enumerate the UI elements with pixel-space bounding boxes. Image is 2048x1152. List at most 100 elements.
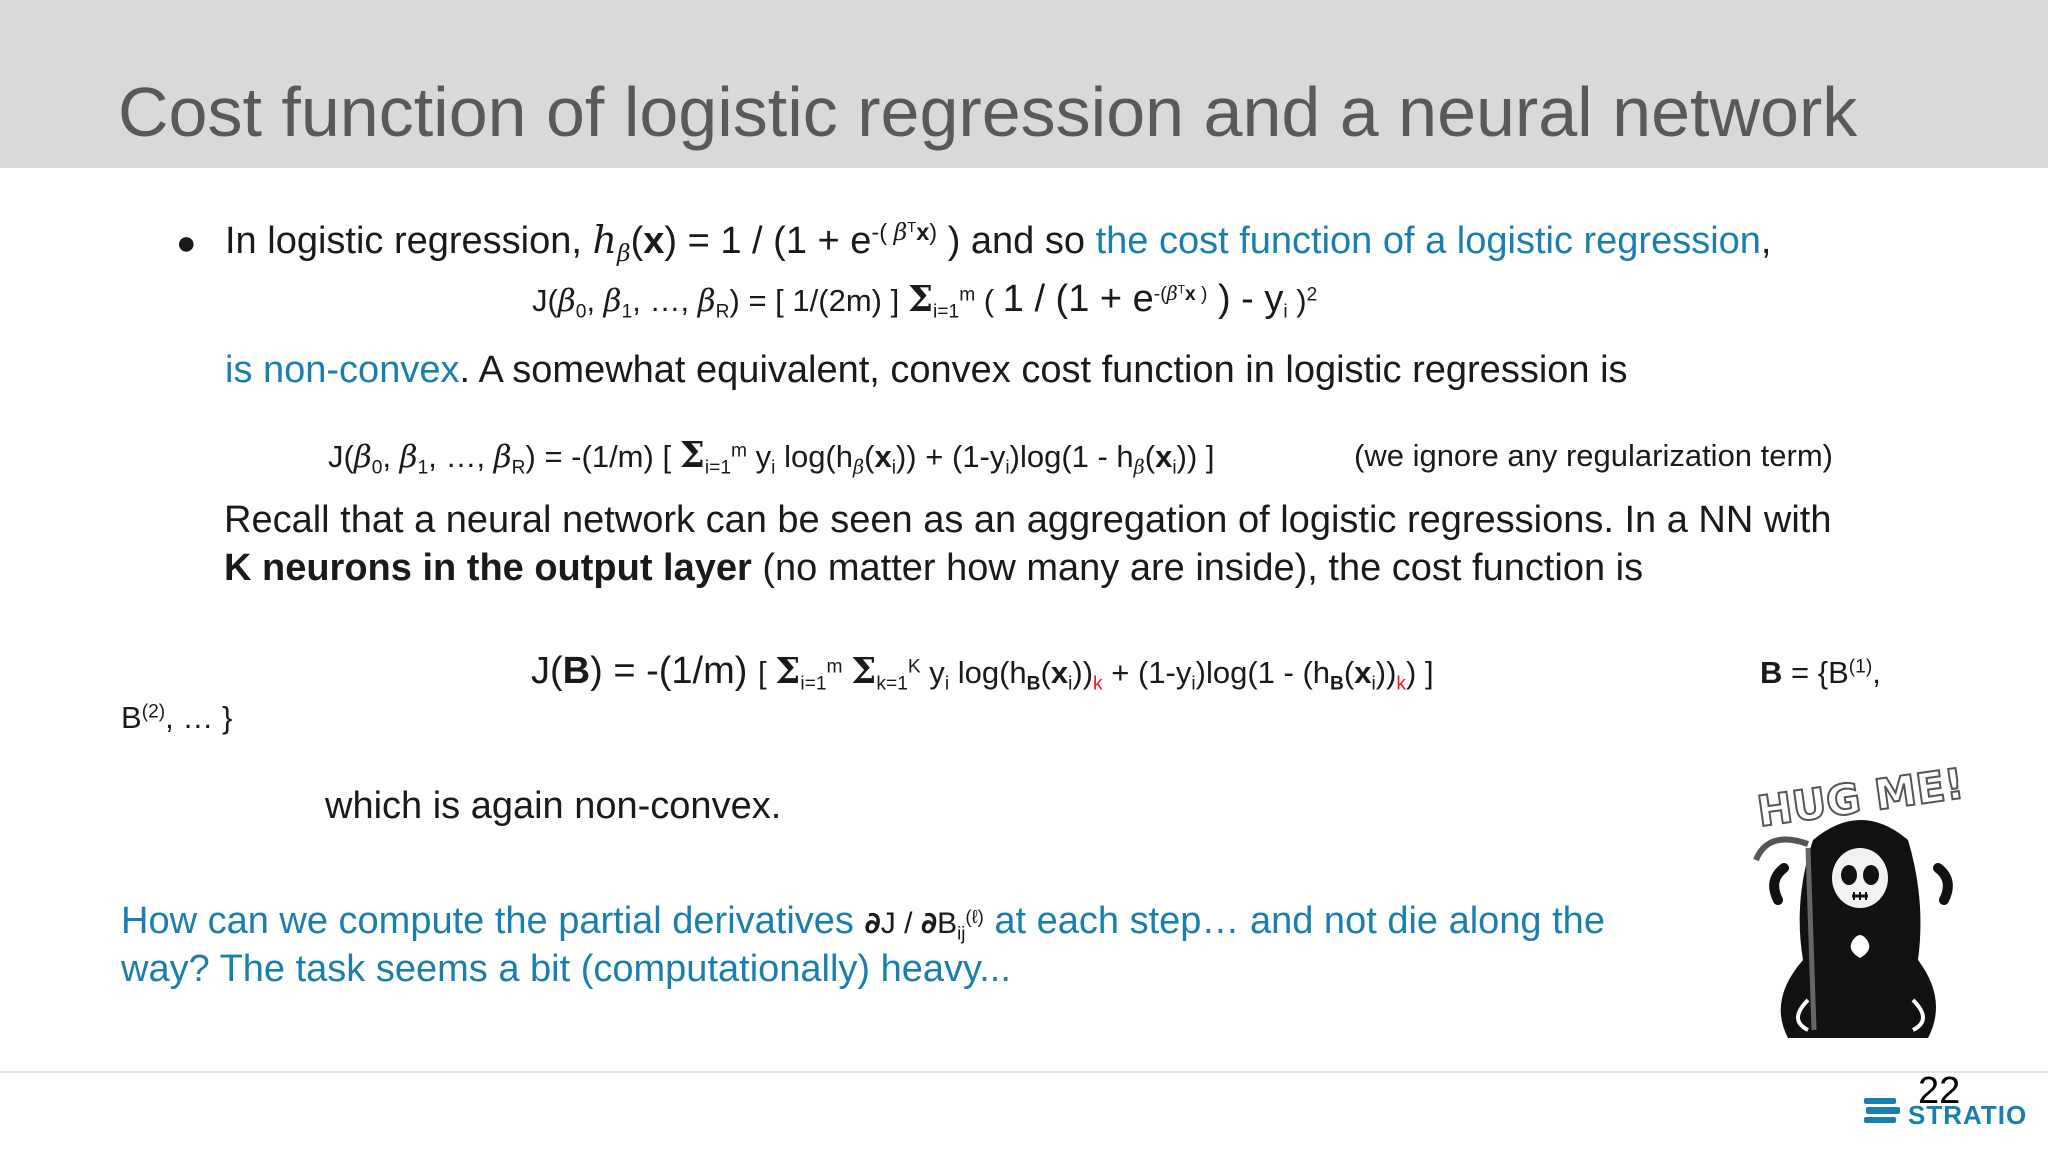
- f2-sum-sup: m: [731, 440, 748, 462]
- f1-sub1: 1: [621, 301, 633, 323]
- f1-lhs-close: ) = [ 1/(2m) ]: [729, 283, 908, 318]
- f1-fraction: 1 / (1 + e: [1002, 278, 1154, 320]
- nonconvex-rest: . A somewhat equivalent, convex cost fun…: [459, 349, 1628, 391]
- arg-close: ) = 1 / (1 + e: [664, 220, 872, 262]
- f1-exp-close: ): [1195, 284, 1208, 306]
- f1-exp-x: x: [1184, 284, 1196, 306]
- f3-x2: x: [1354, 655, 1372, 690]
- exp-x: x: [916, 219, 930, 246]
- f2-x: x: [874, 439, 892, 474]
- f1-body-tail: ) - y: [1207, 278, 1284, 320]
- page-number: 22: [1918, 1070, 1961, 1112]
- f3-close-2: )): [1375, 655, 1397, 690]
- formula-nn-cost: J(B) = -(1/m) [ Σi=1m Σk=1K yi log(hB(xi…: [531, 650, 1434, 695]
- f1-lhs: J(: [532, 283, 558, 318]
- f2-y2-i: i: [1005, 457, 1010, 479]
- f2-x2-i: i: [1172, 457, 1177, 479]
- title-band: [0, 0, 2048, 168]
- f2-log2: )log(1 - h: [1009, 439, 1134, 474]
- f2-beta0: β: [353, 439, 372, 475]
- f2-paren2: (: [1144, 439, 1156, 474]
- set-comma: ,: [1872, 655, 1881, 690]
- partial-symbol: ∂: [864, 906, 881, 941]
- f2-beta1: β: [399, 439, 418, 475]
- nonconvex-line: is non-convex. A somewhat equivalent, co…: [225, 349, 1628, 392]
- exp-transpose: T: [907, 220, 917, 237]
- f3-lhs: J(: [531, 650, 563, 692]
- f1-body-open: (: [975, 283, 1003, 318]
- f1-end: ): [1287, 283, 1307, 318]
- formula-squared-error: J(β0, β1, …, βR) = [ 1/(2m) ] Σi=1m ( 1 …: [532, 278, 1318, 323]
- f3-paren: (: [1040, 655, 1051, 690]
- f2-comma: ,: [382, 439, 400, 474]
- grim-reaper-icon: HUG ME!: [1753, 760, 1968, 1038]
- f1-yi: i: [1283, 301, 1288, 323]
- f2-betaR: β: [493, 439, 512, 475]
- f3-k2-red: k: [1396, 673, 1407, 695]
- f3-sum2-sup: K: [907, 656, 921, 678]
- f3-log2: )log(1 - (h: [1195, 655, 1331, 690]
- exp-open: -(: [871, 219, 894, 246]
- f3-sum2-sub: k=1: [876, 673, 908, 695]
- formula-log-loss: J(β0, β1, …, βR) = -(1/m) [ Σi=1m yi log…: [328, 435, 1215, 479]
- f2-sigma: Σ: [679, 435, 705, 476]
- set-sup1: (1): [1848, 656, 1873, 678]
- exp-close: ): [929, 219, 938, 246]
- set-sup2: (2): [141, 701, 166, 723]
- f2-y-i: i: [771, 457, 776, 479]
- f2-x-i: i: [891, 457, 896, 479]
- f1-beta1: β: [603, 283, 622, 319]
- f3-sum1-sub: i=1: [800, 673, 827, 695]
- weights-set: B = {B(1),: [1760, 655, 1881, 691]
- f2-sub0: 0: [371, 457, 383, 479]
- f1-dots: , …,: [632, 283, 698, 318]
- f3-B: B: [562, 650, 591, 692]
- bullet-lead: In logistic regression,: [225, 220, 593, 262]
- f3-lhs-close: ) = -(1/m): [590, 650, 758, 692]
- f3-sum1-sup: m: [826, 656, 843, 678]
- f2-plus: )) + (1-y: [895, 439, 1006, 474]
- bullet-logistic-regression: In logistic regression, hβ(x) = 1 / (1 +…: [225, 218, 1772, 265]
- f1-square: 2: [1306, 284, 1318, 306]
- footer-rule: [0, 1071, 2048, 1073]
- partial-layer: (ℓ): [965, 905, 984, 927]
- f2-x2: x: [1155, 439, 1173, 474]
- f3-h2-B: B: [1330, 673, 1344, 695]
- recall-line-1: Recall that a neural network can be seen…: [224, 499, 1832, 541]
- set-rest: , … }: [165, 700, 233, 735]
- f1-subR: R: [715, 301, 730, 323]
- f1-beta0: β: [557, 283, 576, 319]
- f3-sigma-k: Σ: [851, 651, 877, 692]
- f1-sigma: Σ: [907, 279, 934, 320]
- f3-x2-i: i: [1371, 673, 1376, 695]
- f3-y-i: i: [944, 673, 950, 695]
- f1-comma: ,: [586, 283, 604, 318]
- f3-log-h: log(h: [949, 655, 1027, 690]
- partial-symbol-2: ∂: [920, 906, 938, 941]
- f2-h2-beta: β: [1133, 455, 1145, 479]
- stratio-logo-icon: [1864, 1098, 1900, 1123]
- f1-exp-open: -(: [1153, 284, 1167, 306]
- f2-sum-sub: i=1: [704, 457, 732, 479]
- f3-x: x: [1050, 655, 1069, 690]
- set-B2: B: [121, 700, 142, 735]
- nonconvex-highlight: is non-convex: [225, 349, 460, 391]
- f3-h-B: B: [1026, 673, 1041, 695]
- f2-dots: , …,: [428, 439, 494, 474]
- f1-sum-sub: i=1: [933, 301, 960, 323]
- partial-B: B: [937, 907, 958, 940]
- bullet-comma: ,: [1760, 220, 1772, 262]
- output-layer-bold: K neurons in the output layer: [224, 547, 752, 589]
- brand-name: STRATIO: [1908, 1100, 2028, 1130]
- regularization-note: (we ignore any regularization term): [1354, 438, 1833, 473]
- cost-function-highlight: the cost function of a logistic regressi…: [1095, 220, 1761, 262]
- partial-ij: ij: [957, 922, 966, 944]
- f2-sub1: 1: [417, 457, 429, 479]
- f2-lhs: J(: [328, 439, 354, 474]
- f2-y: y: [747, 439, 772, 474]
- slide-title: Cost function of logistic regression and…: [118, 73, 1858, 151]
- h-symbol: h: [592, 218, 617, 262]
- f3-close-1: )): [1072, 655, 1094, 690]
- exp-beta: β: [893, 218, 908, 247]
- f3-end: ) ]: [1406, 655, 1434, 690]
